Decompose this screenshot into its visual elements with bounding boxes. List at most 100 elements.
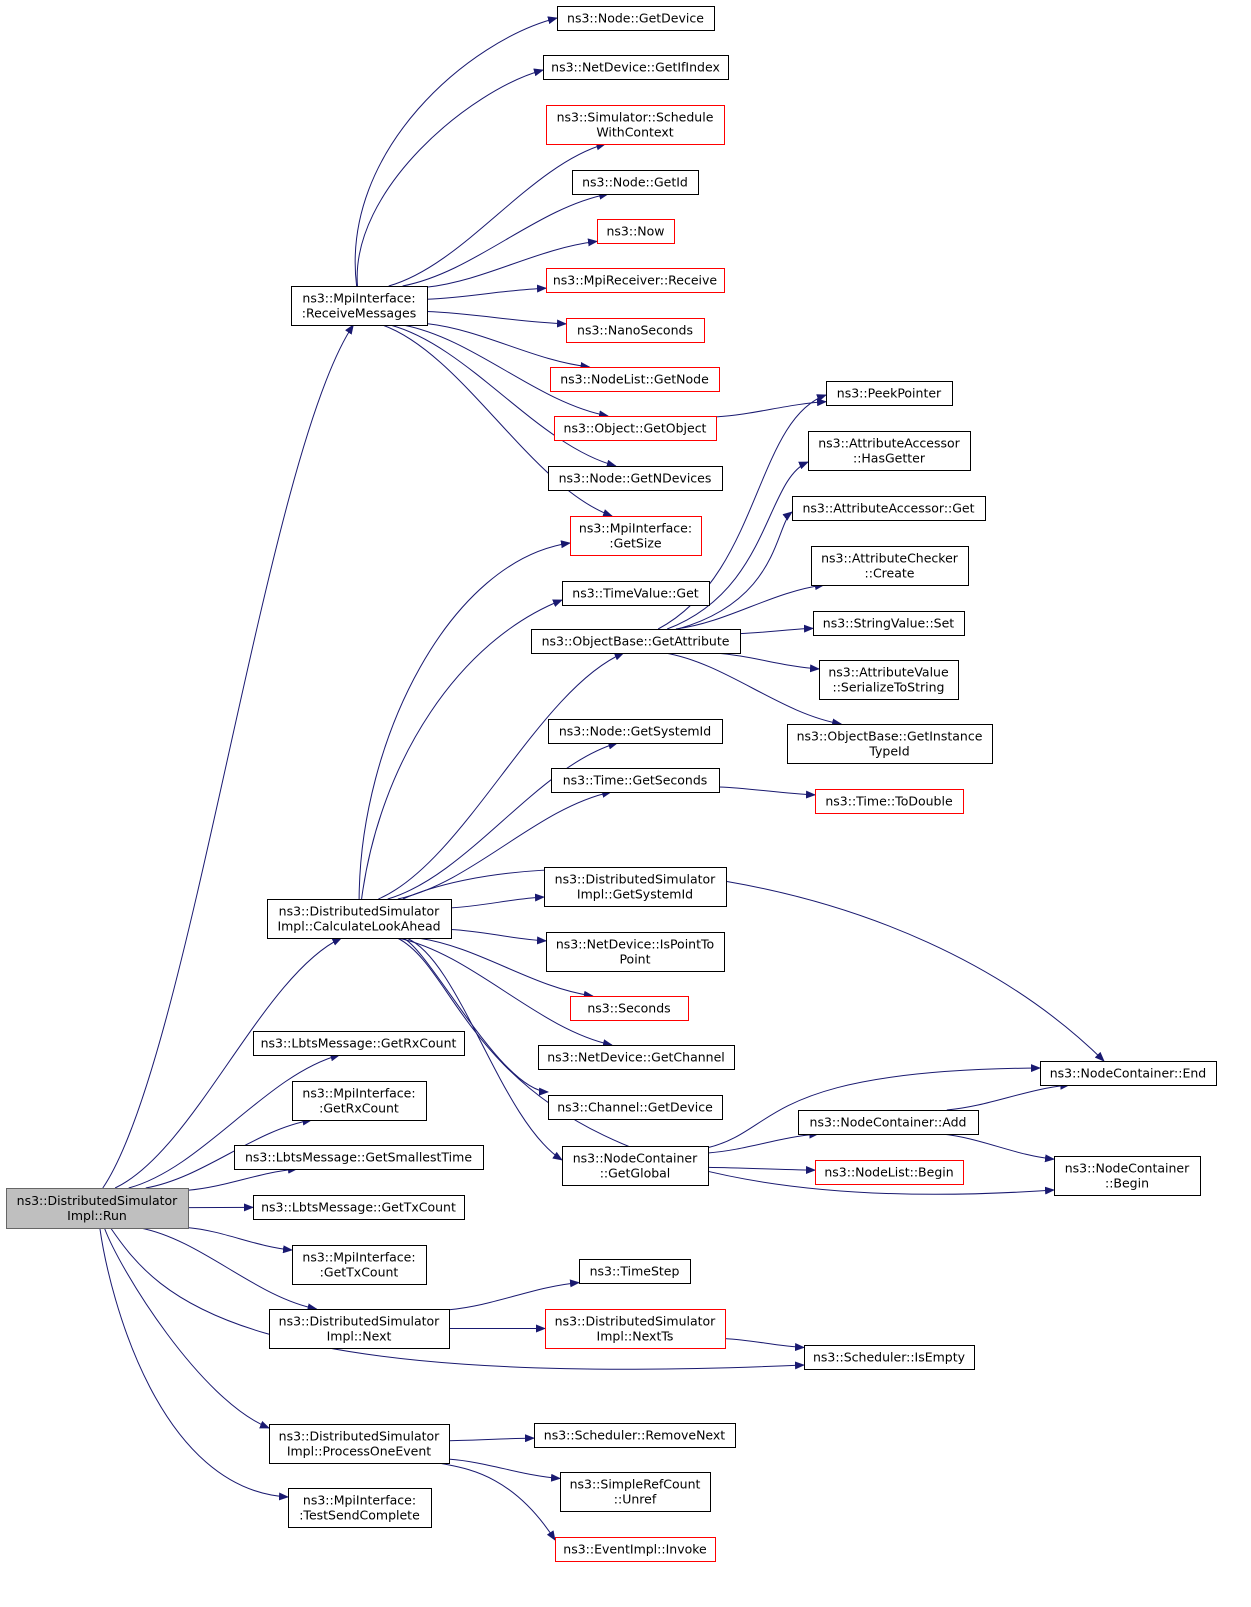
node-box xyxy=(570,996,689,1021)
edge-calculateLookAhead-to-seconds xyxy=(417,937,594,999)
node-box xyxy=(550,367,720,392)
edge-getAttribute-to-hasGetter xyxy=(666,461,809,630)
node-mpiReceiverReceive[interactable]: ns3::MpiReceiver::Receive xyxy=(546,268,725,293)
node-nodeGetDevice[interactable]: ns3::Node::GetDevice xyxy=(557,6,715,31)
node-netDeviceGetIfIndex[interactable]: ns3::NetDevice::GetIfIndex xyxy=(543,55,729,80)
node-lbtsGetRxCount[interactable]: ns3::LbtsMessage::GetRxCount xyxy=(253,1031,465,1056)
node-label: Impl::ProcessOneEvent xyxy=(287,1444,431,1459)
edge-getAttribute-to-checkerCreate xyxy=(675,582,825,630)
node-timeStep[interactable]: ns3::TimeStep xyxy=(579,1259,691,1284)
node-timeToDouble[interactable]: ns3::Time::ToDouble xyxy=(815,789,964,814)
node-serializeToString[interactable]: ns3::AttributeValue::SerializeToString xyxy=(819,660,959,700)
node-seconds[interactable]: ns3::Seconds xyxy=(570,996,689,1021)
node-label: ns3::MpiInterface: xyxy=(579,521,692,536)
edge-receiveMessages-to-nodeListGetNode xyxy=(426,323,591,370)
edge-nodeContainerAdd-to-nodeContainerEnd xyxy=(946,1081,1071,1111)
node-label: ns3::PeekPointer xyxy=(837,386,942,401)
node-timeGetSeconds[interactable]: ns3::Time::GetSeconds xyxy=(551,768,720,793)
node-schedulerRemoveNext[interactable]: ns3::Scheduler::RemoveNext xyxy=(534,1423,736,1448)
node-objectGetObject[interactable]: ns3::Object::GetObject xyxy=(554,416,717,441)
node-timeValueGet[interactable]: ns3::TimeValue::Get xyxy=(562,581,710,606)
edge-nodeContainerGetGlobal-to-nodeListBegin xyxy=(707,1166,816,1175)
edge-run-to-lbtsGetSmallestTime xyxy=(187,1165,298,1191)
node-peekPointer[interactable]: ns3::PeekPointer xyxy=(826,381,953,406)
node-label: ns3::NetDevice::IsPointTo xyxy=(556,937,714,952)
node-checkerCreate[interactable]: ns3::AttributeChecker::Create xyxy=(811,546,969,586)
node-lbtsGetSmallestTime[interactable]: ns3::LbtsMessage::GetSmallestTime xyxy=(234,1145,484,1170)
edge-calculateLookAhead-to-channelGetDevice xyxy=(402,937,549,1096)
node-label: ns3::DistributedSimulator xyxy=(279,904,441,919)
node-nanoSeconds[interactable]: ns3::NanoSeconds xyxy=(566,318,705,343)
node-schedulerIsEmpty[interactable]: ns3::Scheduler::IsEmpty xyxy=(804,1345,975,1370)
node-box xyxy=(562,1146,709,1186)
edge-getAttribute-to-serializeToString xyxy=(714,652,820,673)
node-processOneEvent[interactable]: ns3::DistributedSimulatorImpl::ProcessOn… xyxy=(269,1424,450,1464)
node-getAttribute[interactable]: ns3::ObjectBase::GetAttribute xyxy=(531,629,741,654)
node-box xyxy=(826,381,953,406)
edges-layer xyxy=(99,16,1105,1541)
node-netDeviceGetChannel[interactable]: ns3::NetDevice::GetChannel xyxy=(538,1045,735,1070)
edge-processOneEvent-to-simpleRefCountUnref xyxy=(448,1458,561,1482)
edge-receiveMessages-to-nanoSeconds xyxy=(426,311,567,328)
node-label: ns3::Now xyxy=(606,224,664,239)
edge-run-to-mpiGetTxCount xyxy=(187,1227,293,1254)
node-nodeContainerGetGlobal[interactable]: ns3::NodeContainer::GetGlobal xyxy=(562,1146,709,1186)
node-box xyxy=(787,724,993,764)
node-nodeGetNDevices[interactable]: ns3::Node::GetNDevices xyxy=(548,466,723,491)
node-nodeContainerEnd[interactable]: ns3::NodeContainer::End xyxy=(1040,1061,1217,1086)
node-box xyxy=(545,1309,726,1349)
node-nodeListGetNode[interactable]: ns3::NodeList::GetNode xyxy=(550,367,720,392)
edge-calculateLookAhead-to-dsiGetSystemId xyxy=(450,893,545,909)
edge-getAttribute-to-stringValueSet xyxy=(739,624,814,635)
node-label: ns3::NodeContainer xyxy=(1065,1161,1190,1176)
node-accessorGet[interactable]: ns3::AttributeAccessor::Get xyxy=(792,496,986,521)
node-label: ns3::NodeContainer::End xyxy=(1050,1066,1206,1081)
node-mpiGetSize[interactable]: ns3::MpiInterface::GetSize xyxy=(570,516,702,556)
node-simpleRefCountUnref[interactable]: ns3::SimpleRefCount::Unref xyxy=(560,1472,711,1512)
node-box xyxy=(555,1537,716,1562)
node-label: ns3::TimeStep xyxy=(590,1264,680,1279)
node-box xyxy=(292,1081,427,1121)
edge-receiveMessages-to-objectGetObject xyxy=(402,324,609,419)
node-label: ns3::DistributedSimulator xyxy=(555,872,717,887)
node-channelGetDevice[interactable]: ns3::Channel::GetDevice xyxy=(548,1095,723,1120)
node-box xyxy=(579,1259,691,1284)
node-testSendComplete[interactable]: ns3::MpiInterface::TestSendComplete xyxy=(288,1488,432,1528)
node-label: ns3::StringValue::Set xyxy=(823,616,954,631)
node-calculateLookAhead[interactable]: ns3::DistributedSimulatorImpl::Calculate… xyxy=(267,899,452,939)
node-nodeListBegin[interactable]: ns3::NodeList::Begin xyxy=(815,1160,964,1185)
edge-run-to-dsiNext xyxy=(140,1227,318,1312)
node-label: ns3::AttributeAccessor::Get xyxy=(802,501,974,516)
node-nodeContainerAdd[interactable]: ns3::NodeContainer::Add xyxy=(798,1110,979,1135)
node-now[interactable]: ns3::Now xyxy=(597,219,675,244)
node-mpiGetTxCount[interactable]: ns3::MpiInterface::GetTxCount xyxy=(292,1245,427,1285)
edge-run-to-calculateLookAhead xyxy=(114,937,343,1189)
node-hasGetter[interactable]: ns3::AttributeAccessor::HasGetter xyxy=(808,431,971,471)
node-label: Impl::NextTs xyxy=(597,1329,674,1344)
node-box xyxy=(554,416,717,441)
node-dsiGetSystemId[interactable]: ns3::DistributedSimulatorImpl::GetSystem… xyxy=(544,867,727,907)
node-label: ns3::Channel::GetDevice xyxy=(557,1100,713,1115)
edge-receiveMessages-to-nodeGetDevice xyxy=(354,16,558,287)
node-label: :GetRxCount xyxy=(319,1101,399,1116)
node-receiveMessages[interactable]: ns3::MpiInterface::ReceiveMessages xyxy=(291,286,428,326)
node-nodeGetSystemId[interactable]: ns3::Node::GetSystemId xyxy=(548,719,723,744)
node-nodeContainerBegin[interactable]: ns3::NodeContainer::Begin xyxy=(1054,1156,1201,1196)
node-lbtsGetTxCount[interactable]: ns3::LbtsMessage::GetTxCount xyxy=(253,1195,465,1220)
node-label: :ReceiveMessages xyxy=(302,306,416,321)
node-label: TypeId xyxy=(868,744,909,759)
node-label: ns3::LbtsMessage::GetSmallestTime xyxy=(245,1150,472,1165)
node-stringValueSet[interactable]: ns3::StringValue::Set xyxy=(813,611,965,636)
node-eventImplInvoke[interactable]: ns3::EventImpl::Invoke xyxy=(555,1537,716,1562)
node-mpiGetRxCount[interactable]: ns3::MpiInterface::GetRxCount xyxy=(292,1081,427,1121)
node-label: ns3::DistributedSimulator xyxy=(279,1314,441,1329)
node-box xyxy=(546,105,725,145)
node-label: ns3::SimpleRefCount xyxy=(570,1477,701,1492)
node-nodeGetId[interactable]: ns3::Node::GetId xyxy=(572,170,699,195)
